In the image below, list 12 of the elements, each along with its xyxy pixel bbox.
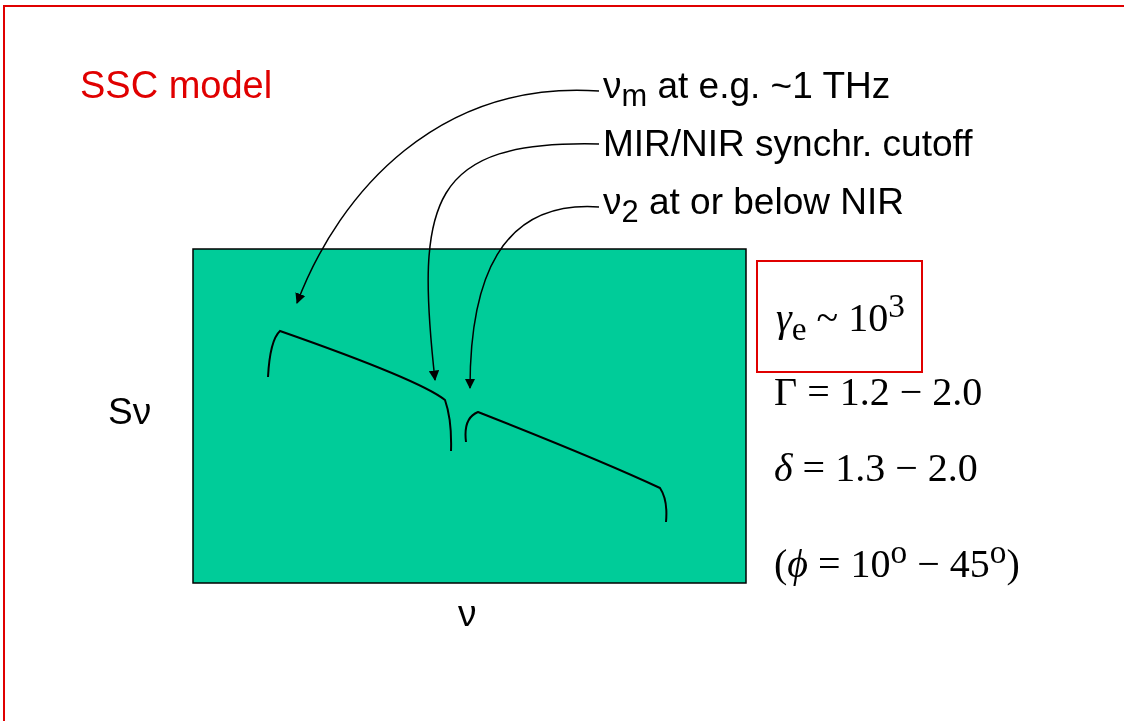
parameter-box: γ$_{e}$ ~ 10$^{3}$	[756, 260, 923, 374]
annotation-text: ν$_{2}$ at or below NIR	[603, 182, 904, 233]
parameter-formula: (ϕ = 10$^{o}$ − 45$^{o}$)	[774, 532, 1020, 587]
annotation-text: MIR/NIR synchr. cutoff	[603, 124, 973, 164]
slide-title: SSC model	[80, 64, 273, 107]
annotation-text: ν$_{m}$ at e.g. ~1 THz	[603, 66, 891, 117]
axis-label: Sν	[108, 392, 152, 432]
leader-arrow	[295, 89, 600, 304]
leader-arrow	[427, 143, 600, 382]
parameter-formula: δ = 1.3 − 2.0	[774, 446, 978, 490]
leader-arrow	[465, 206, 600, 390]
axis-label: ν	[458, 594, 477, 634]
